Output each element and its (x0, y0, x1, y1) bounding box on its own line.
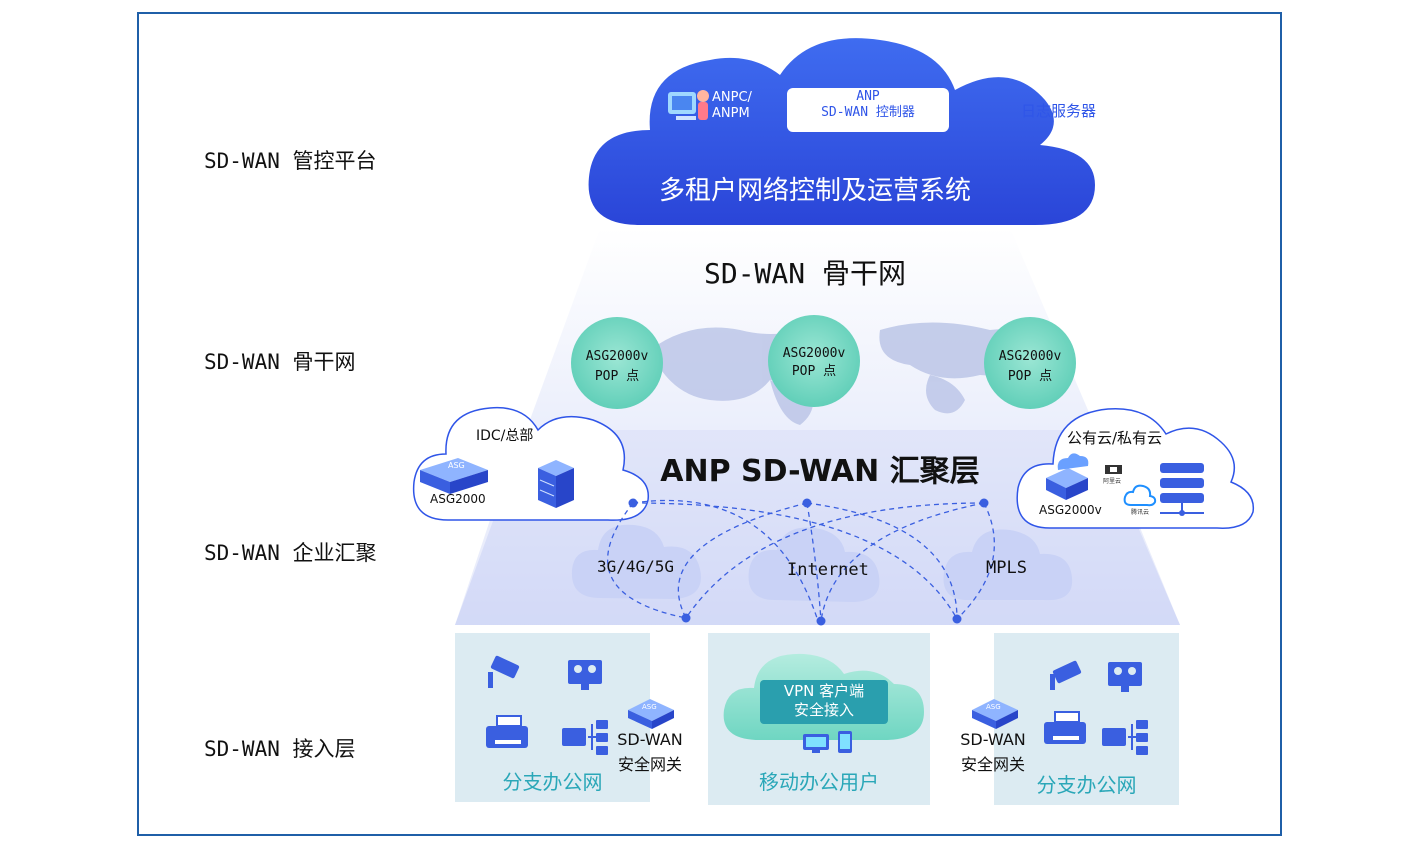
anpc-text: ANPC/ (712, 90, 752, 105)
network-cloud-internet (748, 527, 880, 602)
asg-gateway-device-left (628, 699, 674, 729)
branch-office-panel-left (455, 633, 650, 802)
printer-icon-right (1044, 711, 1086, 744)
layer-label-access: SD-WAN 接入层 (204, 737, 356, 761)
branch-office-panel-right (994, 633, 1179, 805)
branch-office-title-right: 分支办公网 (1036, 773, 1137, 797)
network-cloud-mpls (943, 529, 1073, 601)
aliyun-logo-text: 阿里云 (1103, 478, 1122, 485)
gateway-right-line2: 安全网关 (960, 755, 1025, 774)
pop-1-name: ASG2000v (585, 349, 649, 364)
asg2000v-device-cloud (1046, 453, 1089, 500)
idc-device-label: ASG2000 (430, 492, 486, 506)
vpn-line2: 安全接入 (793, 701, 854, 719)
video-meeting-icon-right (1108, 662, 1142, 692)
gateway-label-right: SD-WAN 安全网关 (953, 727, 1033, 777)
log-server-label: 日志服务器 (1021, 102, 1097, 120)
layer-label-aggregation: SD-WAN 企业汇聚 (204, 541, 377, 565)
backbone-title: SD-WAN 骨干网 (703, 257, 906, 290)
idc-title: IDC/总部 (476, 428, 534, 444)
diagram-frame (137, 12, 1282, 836)
network-nodes (628, 498, 989, 626)
asg2000-device-idc (420, 458, 488, 494)
idc-cloud (412, 406, 650, 521)
branch-office-title-left: 分支办公网 (502, 770, 603, 794)
controller-box (787, 88, 949, 132)
asg-badge-right: ASG (986, 703, 1001, 711)
layer-label-backbone: SD-WAN 骨干网 (204, 350, 356, 374)
controller-line2: SD-WAN 控制器 (821, 105, 915, 120)
layer-label-platform: SD-WAN 管控平台 (204, 149, 377, 173)
folder-tree-icon-right (1102, 720, 1148, 755)
gateway-left-line2: 安全网关 (617, 755, 682, 774)
network-cloud-mobile (571, 524, 701, 599)
network-label-internet: Internet (787, 560, 869, 580)
controller-line1: ANP (856, 89, 880, 104)
printer-icon-left (486, 715, 528, 748)
vpn-label: VPN 客户端 安全接入 (760, 682, 888, 720)
network-label-mpls: MPLS (986, 558, 1027, 578)
pop-circle-3 (984, 317, 1076, 409)
operator-icon (668, 90, 709, 120)
tencent-cloud-icon (1123, 484, 1157, 507)
asg-badge-left: ASG (642, 703, 657, 711)
pop-2-type: POP 点 (791, 364, 837, 379)
camera-icon-left (488, 655, 520, 688)
camera-icon-right (1050, 660, 1082, 690)
monitor-icon (803, 734, 829, 753)
folder-tree-icon-left (562, 720, 608, 755)
mobile-phone-icon (838, 731, 852, 753)
anpm-text: ANPM (712, 106, 750, 121)
controller-label: ANP SD-WAN 控制器 (787, 89, 949, 121)
aliyun-logo-icon (1105, 465, 1122, 474)
anpc-label: ANPC/ ANPM (712, 90, 752, 122)
pop-label-2: ASG2000v POP 点 (768, 345, 860, 381)
vpn-line1: VPN 客户端 (783, 682, 865, 700)
video-meeting-icon-left (568, 660, 602, 690)
pop-circle-2 (768, 315, 860, 407)
mobile-office-title: 移动办公用户 (759, 770, 879, 794)
server-tower-icon (538, 460, 574, 508)
pop-label-1: ASG2000v POP 点 (571, 347, 663, 387)
aggregation-title: ANP SD-WAN 汇聚层 (660, 454, 980, 489)
idc-device-badge: ASG (448, 461, 465, 470)
public-cloud-device-label: ASG2000v (1039, 503, 1102, 517)
server-rack-icon (1160, 463, 1204, 516)
network-label-mobile: 3G/4G/5G (597, 557, 675, 576)
pop-circle-1 (571, 317, 663, 409)
public-private-cloud-title: 公有云/私有云 (1067, 429, 1163, 447)
network-links (607, 499, 995, 622)
pop-1-type: POP 点 (594, 369, 640, 384)
gateway-right-line1: SD-WAN (960, 730, 1026, 749)
operations-system-title: 多租户网络控制及运营系统 (658, 176, 971, 206)
pop-label-3: ASG2000v POP 点 (984, 347, 1076, 387)
pop-3-name: ASG2000v (998, 349, 1062, 364)
pop-3-type: POP 点 (1007, 369, 1053, 384)
tencent-logo-text: 腾讯云 (1131, 509, 1150, 516)
gateway-left-line1: SD-WAN (617, 730, 683, 749)
gateway-label-left: SD-WAN 安全网关 (613, 727, 687, 777)
pop-2-name: ASG2000v (782, 346, 846, 361)
vpn-label-box (760, 680, 888, 724)
asg-gateway-device-right (972, 699, 1018, 729)
